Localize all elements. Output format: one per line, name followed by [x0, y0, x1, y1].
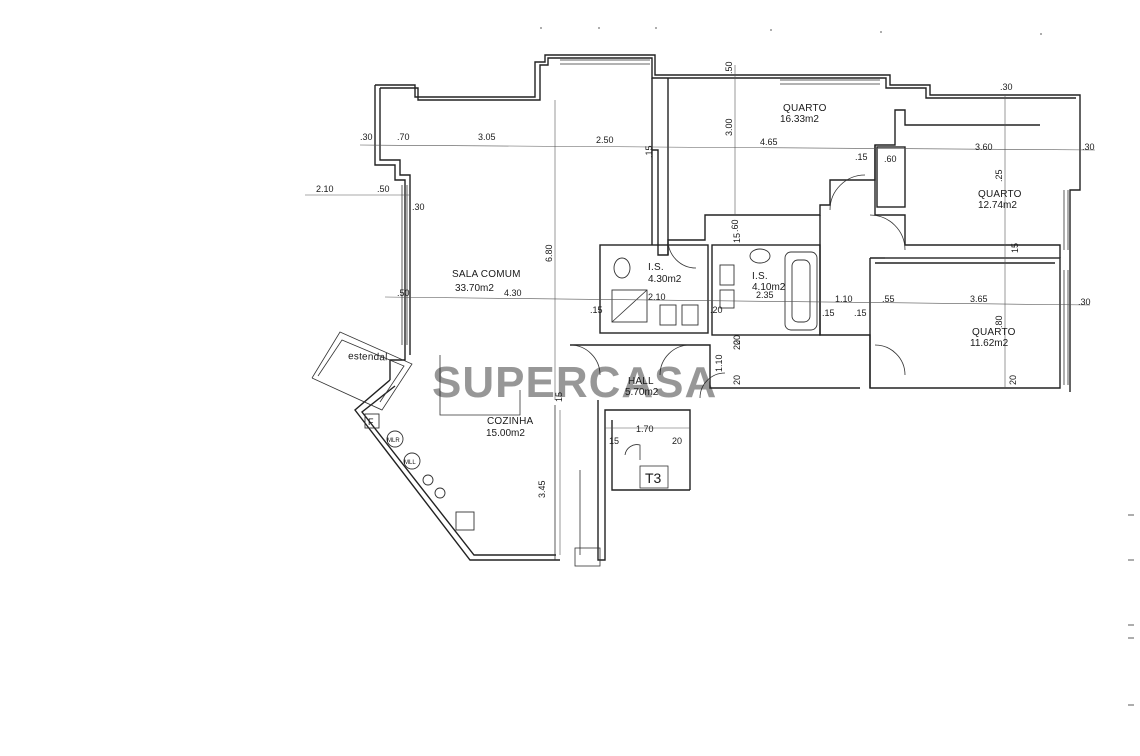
dim-label: .60 [884, 154, 897, 164]
dim-label: .80 [994, 315, 1004, 328]
dim-label: 3.05 [478, 132, 496, 142]
bidet-icon [681, 304, 699, 326]
hob-icon [422, 474, 434, 486]
dim-label: .30 [412, 202, 425, 212]
dim-label: 4.30 [504, 288, 522, 298]
dim-label: 3.45 [537, 480, 547, 498]
door-swings [569, 174, 906, 460]
unit-type-label: T3 [645, 470, 662, 486]
dim-label: .15 [822, 308, 835, 318]
dim-label: 1.70 [636, 424, 654, 434]
room-quarto-1-area: 16.33m2 [780, 114, 819, 125]
dim-label: 15 [609, 436, 619, 446]
dim-label: 6.80 [544, 244, 554, 262]
dim-label: 15 [1010, 243, 1020, 253]
inner-walls [439, 78, 1061, 567]
dim-label: .15 [644, 145, 654, 158]
mlr-label: MLR [387, 438, 400, 444]
dim-label: 20 [732, 335, 742, 345]
dim-label: .15 [855, 152, 868, 162]
dim-label: .30 [1000, 82, 1013, 92]
washbasin-icon [613, 257, 631, 279]
room-estendal-label: estendal [348, 351, 388, 363]
dim-label: .50 [724, 61, 734, 74]
dim-label: 20 [1008, 375, 1018, 385]
washing-machine-icon [386, 430, 404, 448]
dim-label: .15 [590, 305, 603, 315]
room-is-2-label: I.S. [752, 271, 768, 282]
dim-label: 3.00 [724, 118, 734, 136]
room-sala-label: SALA COMUM [452, 269, 521, 280]
dim-label: 20 [672, 436, 682, 446]
kitchen-appliances: F MLR MLL [364, 413, 475, 531]
room-quarto-1-label: QUARTO [783, 103, 827, 114]
dim-label: 3.60 [975, 142, 993, 152]
room-is-1-label: I.S. [648, 262, 664, 273]
room-quarto-3-area: 11.62m2 [970, 338, 1009, 349]
dim-label: .60 [730, 219, 740, 232]
washbasin-icon [749, 248, 771, 264]
room-sala-area: 33.70m2 [455, 283, 494, 294]
scan-margin-marks [540, 27, 1134, 706]
hob-icon [434, 487, 446, 499]
dimension-lines [305, 65, 1096, 555]
mll-label: MLL [404, 460, 416, 466]
dim-label: 20 [732, 375, 742, 385]
dim-label: .70 [397, 132, 410, 142]
dim-label: .20 [710, 305, 723, 315]
dim-label: 20 [732, 340, 742, 350]
dim-label: 4.65 [760, 137, 778, 147]
room-cozinha-label: COZINHA [487, 416, 534, 427]
dim-label: .55 [882, 294, 895, 304]
windows [401, 59, 1069, 385]
dim-label: .25 [994, 169, 1004, 182]
dim-label: 1.10 [835, 294, 853, 304]
dim-label: 2.10 [316, 184, 334, 194]
shower-icon [611, 289, 648, 323]
dim-label: .30 [360, 132, 373, 142]
dim-label: 15 [554, 392, 564, 402]
watermark-logo: SUPERCASA [432, 358, 717, 407]
room-quarto-2-label: QUARTO [978, 189, 1022, 200]
bathtub-icon [784, 251, 818, 331]
dim-label: .15 [854, 308, 867, 318]
toilet-icon [719, 264, 735, 286]
dim-label: .50 [377, 184, 390, 194]
dim-label: .50 [397, 288, 410, 298]
dishwasher-icon [403, 452, 421, 470]
dim-label: 15 [732, 233, 742, 243]
room-hall-label: HALL [628, 376, 654, 387]
dim-label: 3.65 [970, 294, 988, 304]
room-quarto-2-area: 12.74m2 [978, 200, 1017, 211]
room-labels: QUARTO 16.33m2 QUARTO 12.74m2 QUARTO 11.… [348, 103, 1022, 489]
room-is-2-area: 4.10m2 [752, 282, 786, 293]
dim-label: 2.10 [648, 292, 666, 302]
sanitary-fixtures [611, 248, 818, 331]
room-cozinha-area: 15.00m2 [486, 428, 525, 439]
dim-label: 2.50 [596, 135, 614, 145]
outer-walls [311, 54, 1081, 561]
sink-icon [455, 511, 475, 531]
room-is-1-area: 4.30m2 [648, 274, 682, 285]
bidet-icon [719, 289, 735, 309]
dimension-labels: .30 .70 3.05 2.50 .15 4.65 .15 .60 3.60 … [316, 61, 1095, 498]
room-quarto-3-label: QUARTO [972, 327, 1016, 338]
toilet-icon [659, 304, 677, 326]
dim-label: 1.10 [714, 354, 724, 372]
room-hall-area: 5.70m2 [625, 387, 659, 398]
dim-label: .30 [1082, 142, 1095, 152]
fridge-label: F [368, 417, 374, 427]
dim-label: 2.35 [756, 290, 774, 300]
dim-label: .30 [1078, 297, 1091, 307]
